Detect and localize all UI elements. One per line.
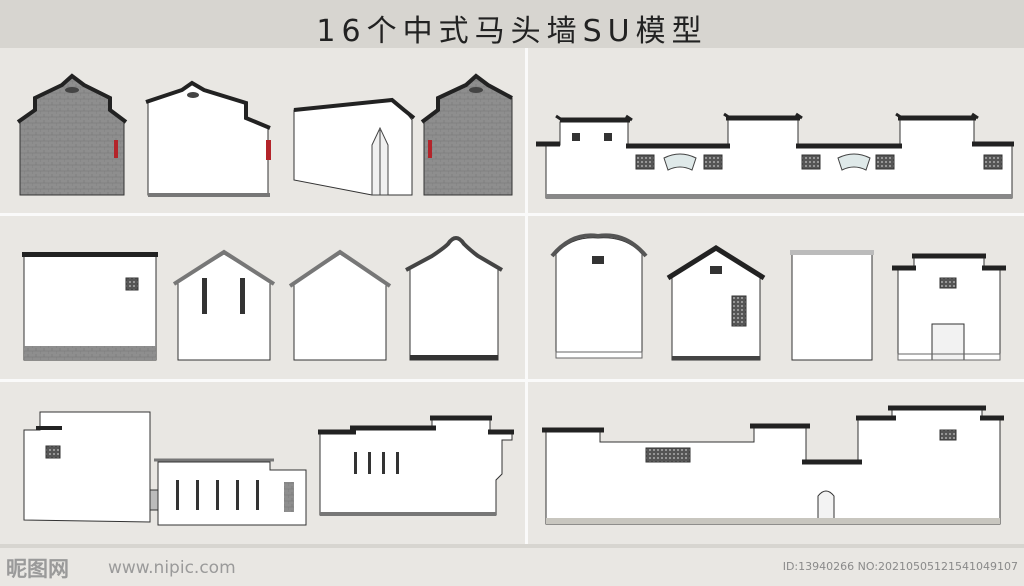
model-grey-brick-gable-wall-2 bbox=[420, 73, 513, 196]
watermark-site: www.nipic.com bbox=[108, 558, 236, 578]
watermark-logo: 昵图网 bbox=[6, 557, 69, 581]
watermark-id: ID:13940266 NO:20210505121541049107 bbox=[782, 560, 1018, 573]
model-stepped-wall-composite bbox=[23, 411, 514, 526]
model-pointed-gable-wall-2 bbox=[288, 249, 392, 361]
vertical-divider bbox=[525, 48, 528, 544]
model-arched-top-wall bbox=[550, 233, 648, 359]
model-long-wall-with-door bbox=[542, 405, 1004, 525]
model-curved-gable-wall bbox=[405, 236, 504, 361]
footer-bar bbox=[0, 548, 1024, 586]
page-title: 16个中式马头墙SU模型 bbox=[316, 14, 708, 49]
model-gable-with-window bbox=[666, 245, 766, 361]
model-grey-brick-gable-wall bbox=[16, 73, 128, 196]
horizontal-divider-1 bbox=[0, 213, 1024, 216]
horizontal-divider-2 bbox=[0, 379, 1024, 382]
model-tall-flat-wall bbox=[790, 250, 874, 361]
model-pointed-gable-wall bbox=[172, 249, 276, 361]
model-flat-top-wall bbox=[22, 252, 158, 361]
model-gateway-wall bbox=[892, 253, 1006, 361]
model-long-horse-head-wall bbox=[536, 112, 1014, 199]
model-white-gable-wall bbox=[145, 80, 271, 197]
model-perspective-wall bbox=[293, 97, 416, 196]
